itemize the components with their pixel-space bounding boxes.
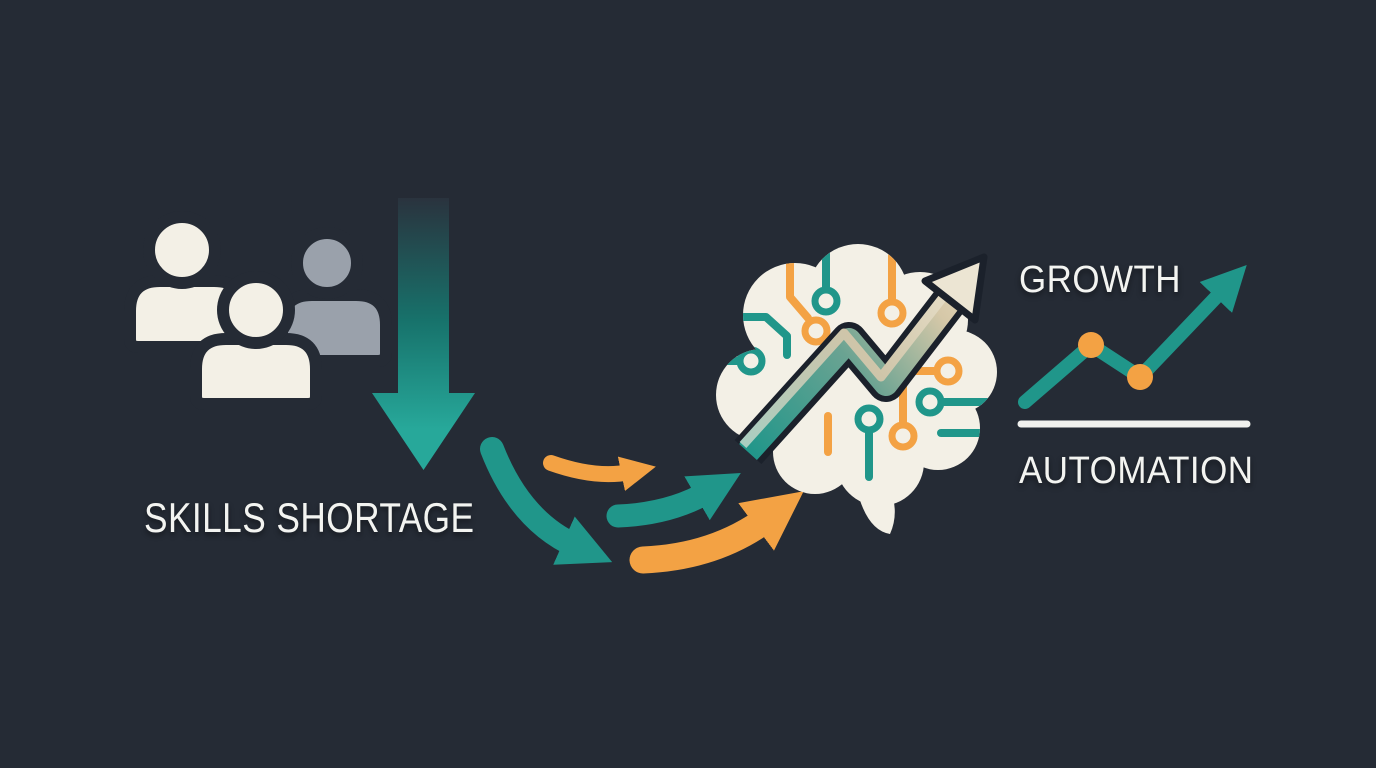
automation-label: AUTOMATION (1019, 450, 1254, 492)
growth-chart-point-2 (1127, 364, 1153, 390)
flow-arrow-orange-small (543, 455, 656, 492)
circuit-teal-line-3 (738, 313, 791, 359)
zigzag-highlight-stripe (739, 288, 952, 449)
decline-arrow-icon (372, 198, 475, 470)
decline-arrow-shape (372, 198, 475, 470)
growth-label: GROWTH (1019, 259, 1181, 301)
person-right-head (291, 227, 363, 299)
growth-chart-line (1018, 265, 1247, 409)
skills-shortage-label: SKILLS SHORTAGE (144, 494, 475, 541)
person-left-head (143, 211, 221, 289)
circuit-orange-node-4 (888, 421, 918, 451)
circuit-orange-node-2 (877, 298, 907, 328)
circuit-orange-node-1 (801, 316, 831, 346)
flow-arrows-icon (480, 437, 804, 574)
growth-chart-point-1 (1078, 332, 1104, 358)
ai-brain-circuit-icon (716, 244, 997, 534)
circuit-teal-node-4 (915, 387, 945, 417)
person-center-head (217, 271, 295, 349)
circuit-teal-node-3 (854, 404, 884, 434)
circuit-teal-node-1 (811, 286, 841, 316)
growth-chart-icon (1018, 265, 1247, 409)
people-group-icon (124, 211, 392, 410)
flow-arrow-teal-down (480, 437, 613, 565)
flow-arrow-teal-up (606, 472, 741, 528)
person-center (190, 271, 322, 410)
circuit-orange-line-1 (786, 258, 812, 322)
brain-circuit-traces (716, 248, 992, 481)
person-center-body (190, 333, 322, 410)
circuit-orange-node-3 (933, 356, 963, 386)
zigzag-arrowhead (921, 253, 988, 324)
flow-arrow-orange-large (629, 491, 804, 574)
trend-zigzag-arrow-icon (734, 253, 988, 465)
